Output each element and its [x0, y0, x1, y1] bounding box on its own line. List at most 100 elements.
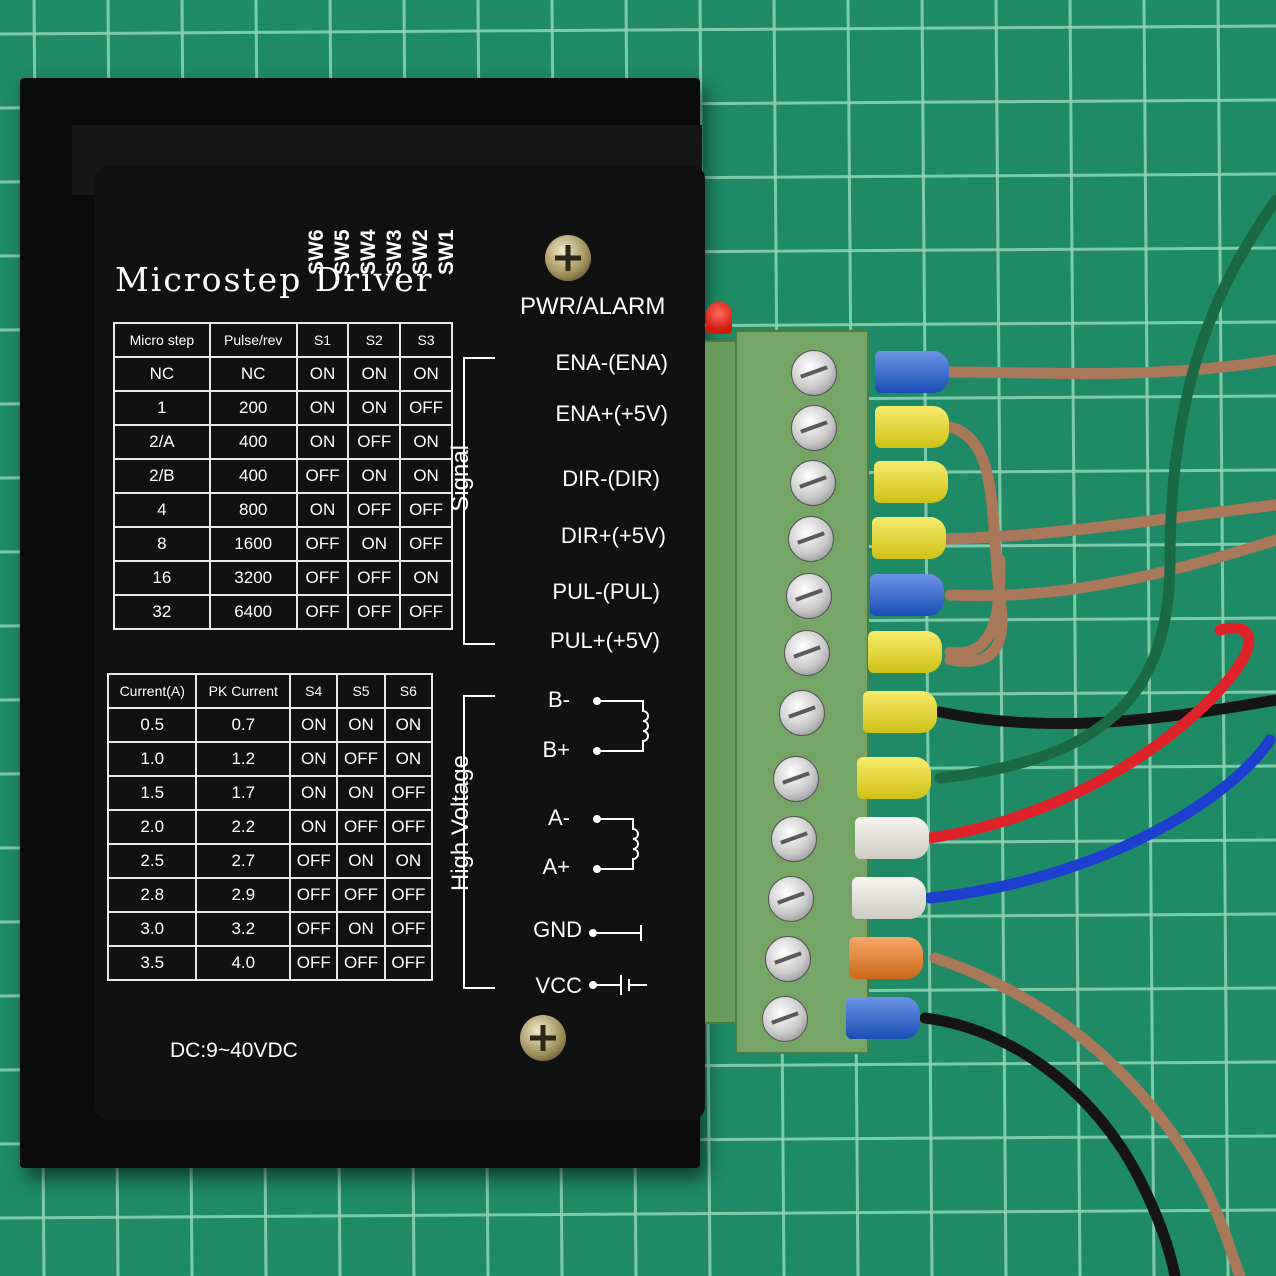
wire-ferrule: [855, 817, 929, 859]
page-title: Microstep Driver: [115, 260, 434, 299]
wire: [944, 354, 1276, 380]
table-cell: ON: [289, 775, 339, 811]
table-header: S1: [295, 322, 350, 358]
table-cell: ON: [399, 560, 453, 596]
table-cell: ON: [336, 911, 386, 947]
table-header: S2: [347, 322, 402, 358]
table-cell: 6400: [208, 594, 298, 630]
table-cell: OFF: [289, 877, 339, 913]
terminal-screw[interactable]: [786, 573, 832, 619]
wire: [934, 194, 1276, 784]
wire-ferrule: [857, 757, 931, 799]
signal-group-label: Signal: [447, 445, 474, 512]
dc-rating: DC:9~40VDC: [170, 1039, 298, 1062]
wire-ferrule: [846, 997, 920, 1039]
terminal-screw[interactable]: [765, 936, 811, 982]
terminal-label: A-: [548, 805, 570, 830]
terminal-label: PUL+(+5V): [549, 628, 660, 653]
high-voltage-bracket: [463, 695, 495, 989]
terminal-label: ENA+(+5V): [555, 401, 669, 426]
table-cell: ON: [336, 707, 386, 743]
terminal-label: B-: [548, 687, 570, 712]
wiring-symbols: [589, 697, 649, 995]
terminal-screw[interactable]: [762, 996, 808, 1042]
table-cell: 2/A: [113, 424, 211, 460]
table-cell: 2.2: [195, 809, 292, 845]
coil-a-icon: [593, 815, 639, 873]
table-header: Pulse/rev: [208, 322, 298, 358]
table-cell: 2/B: [113, 458, 211, 494]
led-icon: [706, 302, 732, 334]
screw-icon: [520, 1015, 566, 1061]
table-cell: ON: [347, 356, 402, 392]
table-header: S5: [336, 673, 386, 709]
table-cell: 3.2: [195, 911, 292, 947]
table-cell: 1.5: [106, 775, 198, 811]
table-cell: 1.0: [106, 741, 198, 777]
table-cell: 3.0: [106, 911, 198, 947]
pwr-alarm-label: PWR/ALARM: [520, 293, 666, 320]
table-cell: OFF: [295, 526, 350, 562]
table-cell: ON: [295, 424, 350, 460]
high-voltage-group-label: High Voltage: [447, 755, 474, 892]
table-cell: ON: [383, 707, 434, 743]
table-cell: OFF: [347, 424, 402, 460]
terminal-screw[interactable]: [791, 350, 837, 396]
wire: [944, 534, 1276, 602]
table-cell: ON: [336, 843, 386, 879]
terminal-label: DIR+(+5V): [560, 523, 666, 548]
terminal-screw[interactable]: [788, 516, 834, 562]
table-cell: 1: [113, 390, 211, 426]
table-cell: OFF: [399, 594, 453, 630]
wire: [924, 622, 1255, 844]
table-header: Current(A): [106, 673, 198, 709]
table-cell: ON: [295, 390, 350, 426]
terminal-screw[interactable]: [768, 876, 814, 922]
table-cell: 16: [113, 560, 211, 596]
table-cell: OFF: [399, 526, 453, 562]
power-symbol-icon: [589, 975, 647, 995]
wire-ferrule: [863, 691, 937, 733]
terminal-screw[interactable]: [784, 630, 830, 676]
table-cell: OFF: [295, 458, 350, 494]
terminal-label: VCC: [535, 973, 582, 998]
wire: [919, 1012, 1181, 1276]
terminal-screw[interactable]: [790, 460, 836, 506]
table-cell: 32: [113, 594, 211, 630]
terminal-screw[interactable]: [779, 690, 825, 736]
table-cell: ON: [399, 424, 453, 460]
table-cell: OFF: [336, 945, 386, 981]
table-header: PK Current: [195, 673, 292, 709]
table-cell: OFF: [399, 390, 453, 426]
table-cell: ON: [347, 526, 402, 562]
coil-b-icon: [593, 697, 649, 755]
table-cell: OFF: [383, 877, 434, 913]
table-cell: 800: [208, 492, 298, 528]
table-cell: 2.5: [106, 843, 198, 879]
signal-bracket: [463, 357, 495, 645]
wire: [944, 554, 1006, 659]
terminal-label: PUL-(PUL): [552, 579, 660, 604]
terminal-screw[interactable]: [773, 756, 819, 802]
wire: [929, 952, 1246, 1276]
terminal-screw[interactable]: [771, 816, 817, 862]
table-cell: 4.0: [195, 945, 292, 981]
table-cell: 3200: [208, 560, 298, 596]
table-cell: 2.9: [195, 877, 292, 913]
terminal-screw[interactable]: [791, 405, 837, 451]
table-cell: 1.7: [195, 775, 292, 811]
table-cell: OFF: [347, 560, 402, 596]
table-cell: NC: [208, 356, 298, 392]
table-cell: OFF: [336, 741, 386, 777]
table-cell: 2.7: [195, 843, 292, 879]
table-cell: 2.0: [106, 809, 198, 845]
